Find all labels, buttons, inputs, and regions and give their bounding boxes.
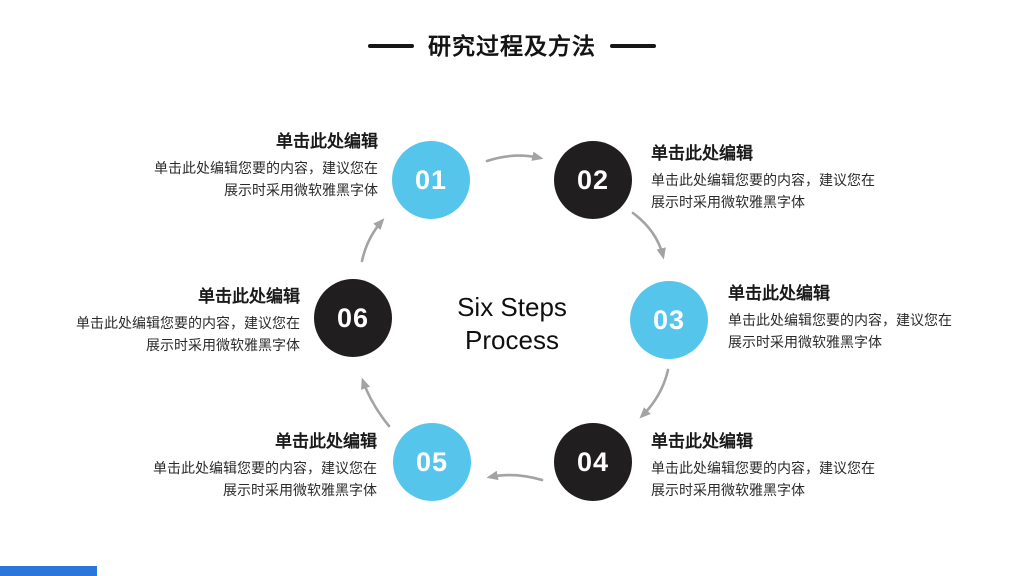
step-circle-02: 02	[554, 141, 632, 219]
step-circle-06: 06	[314, 279, 392, 357]
step-heading-01: 单击此处编辑	[276, 132, 378, 151]
step-circle-05: 05	[393, 423, 471, 501]
step-number-05: 05	[415, 446, 449, 477]
step-body-03-line1: 单击此处编辑您要的内容，建议您在	[728, 312, 952, 328]
step-heading-03: 单击此处编辑	[728, 284, 830, 303]
step-body-02-line2: 展示时采用微软雅黑字体	[651, 194, 805, 210]
step-number-01: 01	[414, 164, 448, 195]
step-body-06-line2: 展示时采用微软雅黑字体	[146, 337, 300, 353]
step-body-02-line1: 单击此处编辑您要的内容，建议您在	[651, 172, 875, 188]
slide-title: 研究过程及方法	[428, 32, 596, 59]
step-heading-02: 单击此处编辑	[651, 144, 753, 163]
center-title-line2: Process	[465, 325, 559, 355]
arrow-02-to-03	[631, 211, 666, 260]
step-body-04-line1: 单击此处编辑您要的内容，建议您在	[651, 460, 875, 476]
arrow-06-to-01	[360, 218, 385, 263]
step-text-05: 单击此处编辑 单击此处编辑您要的内容，建议您在 展示时采用微软雅黑字体	[107, 431, 377, 501]
step-body-01-line2: 展示时采用微软雅黑字体	[224, 182, 378, 198]
step-circle-01: 01	[392, 141, 470, 219]
step-heading-06: 单击此处编辑	[198, 287, 300, 306]
center-title-line1: Six Steps	[457, 292, 567, 322]
step-body-05-line1: 单击此处编辑您要的内容，建议您在	[153, 460, 377, 476]
arrow-04-to-05	[486, 470, 544, 482]
step-circle-03: 03	[630, 281, 708, 359]
arrow-03-to-04	[639, 368, 670, 419]
step-body-05-line2: 展示时采用微软雅黑字体	[223, 482, 377, 498]
bottom-accent-bar	[0, 566, 97, 576]
step-number-06: 06	[336, 302, 370, 333]
step-body-06-line1: 单击此处编辑您要的内容，建议您在	[76, 315, 300, 331]
step-text-03: 单击此处编辑 单击此处编辑您要的内容，建议您在 展示时采用微软雅黑字体	[728, 283, 1018, 353]
title-right-dash	[610, 44, 656, 48]
step-number-02: 02	[576, 164, 610, 195]
step-text-04: 单击此处编辑 单击此处编辑您要的内容，建议您在 展示时采用微软雅黑字体	[651, 431, 941, 501]
step-body-04-line2: 展示时采用微软雅黑字体	[651, 482, 805, 498]
step-number-04: 04	[576, 446, 610, 477]
title-left-dash	[368, 44, 414, 48]
slide-title-row: 研究过程及方法	[0, 30, 1024, 62]
step-number-03: 03	[652, 304, 686, 335]
arrow-01-to-02	[485, 151, 544, 163]
step-text-06: 单击此处编辑 单击此处编辑您要的内容，建议您在 展示时采用微软雅黑字体	[30, 286, 300, 356]
step-heading-04: 单击此处编辑	[651, 432, 753, 451]
step-circle-04: 04	[554, 423, 632, 501]
center-title: Six Steps Process	[412, 291, 612, 357]
arrow-05-to-06	[361, 377, 391, 428]
step-body-03-line2: 展示时采用微软雅黑字体	[728, 334, 882, 350]
step-heading-05: 单击此处编辑	[275, 432, 377, 451]
step-text-02: 单击此处编辑 单击此处编辑您要的内容，建议您在 展示时采用微软雅黑字体	[651, 143, 941, 213]
step-text-01: 单击此处编辑 单击此处编辑您要的内容，建议您在 展示时采用微软雅黑字体	[108, 131, 378, 201]
step-body-01-line1: 单击此处编辑您要的内容，建议您在	[154, 160, 378, 176]
